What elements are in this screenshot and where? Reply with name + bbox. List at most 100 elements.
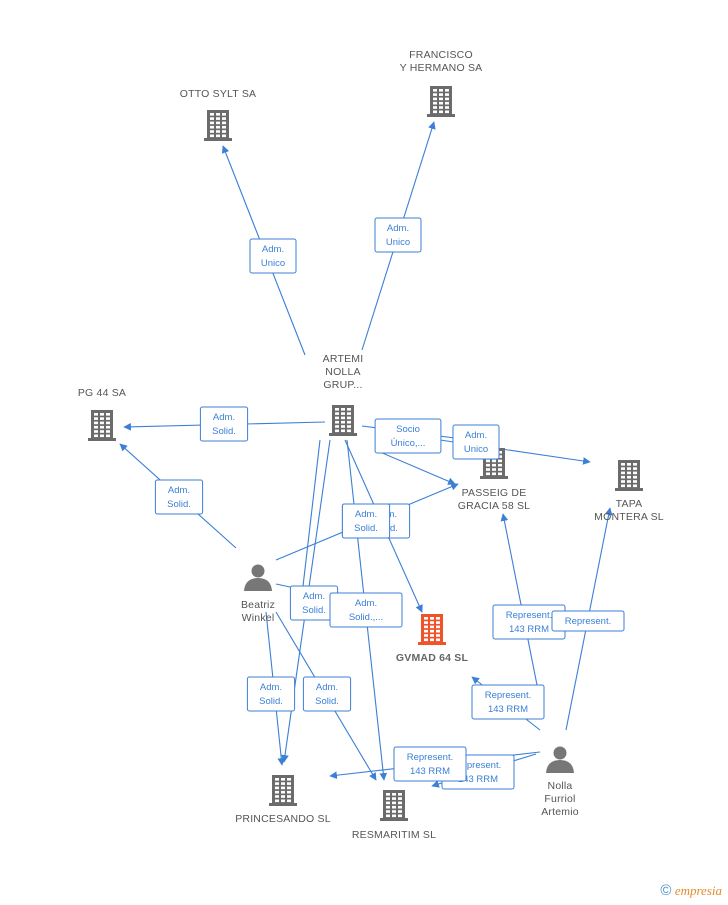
- node-label: Y HERMANO SA: [400, 62, 483, 74]
- edge-label[interactable]: Represent.: [551, 610, 625, 632]
- node-label: Winkel: [242, 612, 275, 624]
- edge-label-text: 143 RRM: [509, 624, 549, 635]
- person-icon: [244, 564, 272, 591]
- edge-label-box: [199, 406, 249, 442]
- edge-label-box: [471, 684, 545, 720]
- node-label: PRINCESANDO SL: [235, 813, 331, 825]
- edge-label-text: Adm.: [465, 430, 487, 441]
- node-label: MONTERA SL: [594, 511, 664, 523]
- edge-label[interactable]: Adm. Unico: [374, 217, 422, 253]
- edge-label-box: [374, 418, 442, 454]
- node-pg44[interactable]: PG 44 SA: [78, 387, 126, 441]
- node-label: TAPA: [616, 498, 643, 510]
- node-label: GVMAD 64 SL: [396, 652, 469, 664]
- node-label: RESMARITIM SL: [352, 829, 436, 841]
- edge-label-text: Unico: [386, 237, 410, 248]
- edge-line: [379, 451, 456, 485]
- edge-label-text: Adm.: [303, 591, 325, 602]
- edge-label-text: Adm.: [213, 412, 235, 423]
- edge-label-text: Adm.: [355, 509, 377, 520]
- edge-label-text: Represent.: [506, 610, 552, 621]
- edge-label-box: [393, 746, 467, 782]
- edge-label-text: Solid.: [302, 605, 326, 616]
- edge-label[interactable]: Adm.Solid.: [199, 406, 249, 442]
- edge-label-text: Solid.: [315, 696, 339, 707]
- node-gvmad[interactable]: GVMAD 64 SL: [396, 614, 469, 664]
- building-icon: [380, 790, 408, 821]
- edge-label-text: Adm.: [262, 244, 284, 255]
- building-icon: [88, 410, 116, 441]
- edge-label-text: Represent.: [407, 752, 453, 763]
- edge-label-text: Solid.: [167, 499, 191, 510]
- node-label: Beatriz: [241, 599, 275, 611]
- edge-label-text: Único,...: [391, 438, 426, 449]
- empresia-watermark: © empresia: [660, 882, 722, 899]
- edge-label-text: Represent.: [455, 760, 501, 771]
- edge-label[interactable]: Adm. Solid.: [302, 676, 352, 712]
- edge-label-text: Unico: [261, 258, 285, 269]
- building-icon: [269, 775, 297, 806]
- edge-label-box: [452, 424, 500, 460]
- edge-label[interactable]: Represent. 143 RRM: [471, 684, 545, 720]
- edge-line: [296, 439, 321, 613]
- edge-label-text: Represent.: [485, 690, 531, 701]
- building-icon: [204, 110, 232, 141]
- brand-initial: e: [674, 883, 681, 898]
- copyright-symbol: ©: [660, 882, 672, 899]
- edge-label-box: [551, 610, 625, 632]
- edge-label-text: Solid.: [354, 523, 378, 534]
- edge-label-box: [302, 676, 352, 712]
- edge-label[interactable]: Adm. Solid.: [154, 479, 204, 515]
- edge-label[interactable]: Represent. 143 RRM: [492, 604, 566, 640]
- node-label: GRUP...: [323, 379, 362, 391]
- node-label: PASSEIG DE: [462, 487, 527, 499]
- edge-label[interactable]: Adm. Solid.: [246, 676, 296, 712]
- node-label: Furriol: [544, 793, 575, 805]
- building-icon: [427, 86, 455, 117]
- node-princesando[interactable]: PRINCESANDO SL: [235, 775, 331, 825]
- node-resmaritim[interactable]: RESMARITIM SL: [352, 790, 436, 841]
- edge-label-box: [329, 592, 403, 628]
- node-label: GRACIA 58 SL: [458, 500, 530, 512]
- node-otto[interactable]: OTTO SYLT SA: [180, 88, 257, 141]
- building-icon: [615, 460, 643, 491]
- edge-label-text: Adm.: [355, 598, 377, 609]
- node-artemi-grup[interactable]: ARTEMINOLLAGRUP...: [323, 353, 364, 436]
- edge-label-text: 143 RRM: [410, 766, 450, 777]
- edge-label-text: Adm.: [316, 682, 338, 693]
- edge-label[interactable]: Adm. Unico: [249, 238, 297, 274]
- node-label: FRANCISCO: [409, 49, 473, 61]
- edge-label-box: [154, 479, 204, 515]
- node-label: NOLLA: [325, 366, 360, 378]
- edge-label-box: [246, 676, 296, 712]
- node-label: PG 44 SA: [78, 387, 126, 399]
- building-icon: [329, 405, 357, 436]
- edge-label-text: Solid.,...: [349, 612, 383, 623]
- edge-label-text: Adm.: [260, 682, 282, 693]
- node-label: Artemio: [541, 806, 579, 818]
- node-label: ARTEMI: [323, 353, 364, 365]
- edge-label-text: Adm.: [168, 485, 190, 496]
- person-icon: [546, 746, 574, 773]
- edge-label[interactable]: Adm. Solid.: [341, 503, 391, 539]
- edge-label-text: Solid.: [259, 696, 283, 707]
- edge-label[interactable]: Adm. Unico: [452, 424, 500, 460]
- edge-label-text: 143 RRM: [458, 774, 498, 785]
- edge-label-text: 143 RRM: [488, 704, 528, 715]
- edge-label-text: Represent.: [565, 616, 611, 627]
- edge-label-box: [249, 238, 297, 274]
- edge-label-box: [374, 217, 422, 253]
- edge-label-text: Adm.: [387, 223, 409, 234]
- edge-label[interactable]: Adm. Solid.,...: [329, 592, 403, 628]
- edge-label-box: [341, 503, 391, 539]
- edge-label[interactable]: Represent. 143 RRM: [393, 746, 467, 782]
- edge-label[interactable]: SocioÚnico,...: [374, 418, 442, 454]
- edge-label-text: Unico: [464, 444, 488, 455]
- node-label: OTTO SYLT SA: [180, 88, 257, 100]
- brand-name: mpresia: [680, 883, 722, 898]
